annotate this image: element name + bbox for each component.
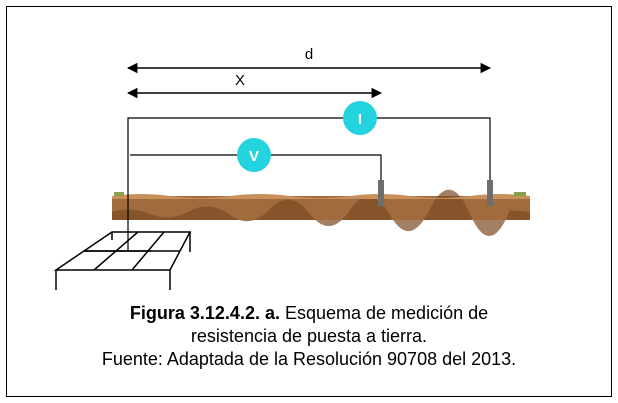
distance-x-label: X — [235, 72, 245, 89]
figure-source: Fuente: Adaptada de la Resolución 90708 … — [0, 348, 618, 370]
voltmeter-icon: V — [237, 138, 271, 172]
ammeter-icon: I — [343, 101, 377, 135]
figure-title-part1: Esquema de medición de — [284, 303, 489, 323]
voltmeter-label: V — [249, 148, 259, 165]
potential-electrode — [378, 180, 384, 206]
distance-d-label: d — [305, 46, 313, 63]
figure-title-part2: resistencia de puesta a tierra. — [190, 326, 428, 346]
grounding-grid-icon — [53, 231, 192, 290]
figure-number: Figura 3.12.4.2. a. — [129, 303, 280, 323]
figure-caption-line1: Figura 3.12.4.2. a. Esquema de medición … — [0, 302, 618, 324]
current-circuit-wire — [127, 117, 491, 250]
grounding-measurement-diagram: d X I V — [53, 46, 530, 290]
ammeter-label: I — [358, 111, 362, 128]
figure-caption-line2: resistencia de puesta a tierra. — [0, 325, 618, 347]
grass-tuft — [114, 192, 124, 196]
current-electrode — [487, 180, 493, 206]
figure-source-text: Fuente: Adaptada de la Resolución 90708 … — [101, 349, 517, 369]
voltage-circuit-wire — [130, 154, 382, 180]
grass-tuft — [514, 192, 526, 196]
soil-strip — [112, 189, 530, 237]
